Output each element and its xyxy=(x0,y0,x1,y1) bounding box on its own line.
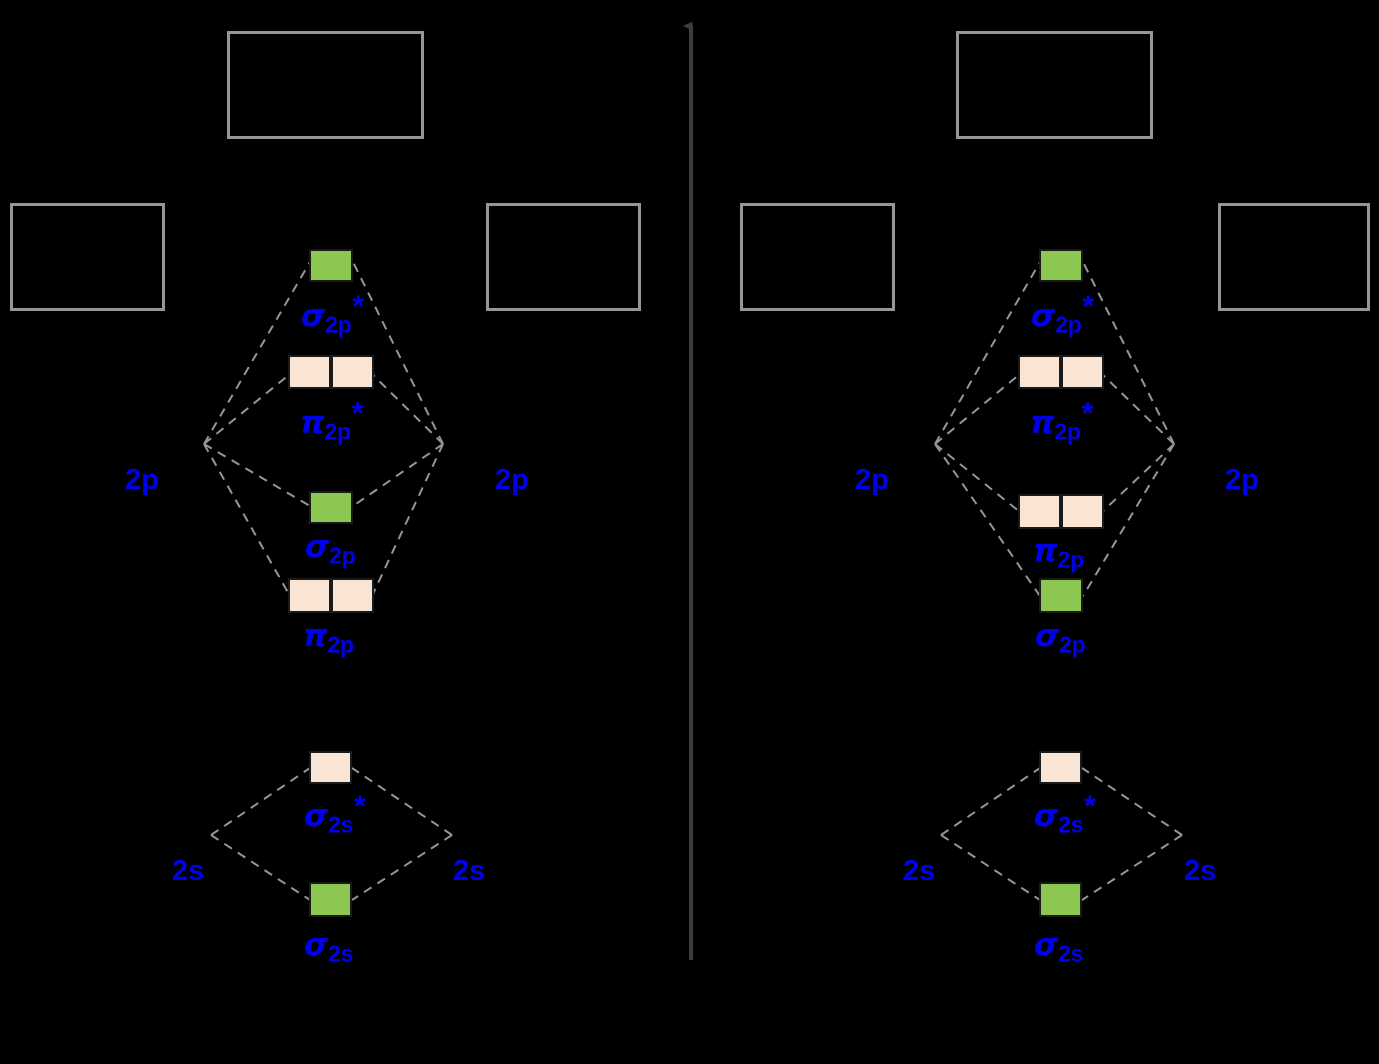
answer-box-left-outer-right[interactable] xyxy=(486,203,641,311)
sigma-glyph: σ xyxy=(305,529,330,565)
subscript-2p: 2p xyxy=(327,631,355,658)
left-orbital-pi-2p-box-2[interactable] xyxy=(331,578,374,613)
sigma-glyph: σ xyxy=(304,927,329,963)
antibonding-star: * xyxy=(352,290,365,323)
subscript-2p: 2p xyxy=(1059,631,1086,658)
left-label-ao-2p-left: 2p xyxy=(125,464,159,496)
answer-box-right-outer-right[interactable] xyxy=(1218,203,1370,311)
sigma-glyph: σ xyxy=(301,297,326,334)
left-label-pi-2p: π2p xyxy=(303,621,354,656)
answer-box-left-top[interactable] xyxy=(227,31,424,139)
pi-glyph: π xyxy=(300,404,325,441)
left-orbital-pi-2p-box-1[interactable] xyxy=(288,578,331,613)
right-label-ao-2p-right: 2p xyxy=(1225,464,1259,496)
left-label-sigma-2s: σ2s xyxy=(304,930,353,965)
left-orbital-sigma-2p-box[interactable] xyxy=(309,491,353,524)
left-orbital-sigma-2s-box[interactable] xyxy=(309,882,352,917)
subscript-2p: 2p xyxy=(324,418,352,445)
left-label-sigma-2p-star: σ2p* xyxy=(301,292,364,336)
sigma-glyph: σ xyxy=(1034,797,1059,834)
pi-glyph: π xyxy=(303,618,328,654)
subscript-2s: 2s xyxy=(1058,811,1084,838)
left-label-ao-2p-right: 2p xyxy=(495,464,529,496)
right-orbital-sigma-2p-star-box[interactable] xyxy=(1039,249,1083,282)
subscript-2p: 2p xyxy=(1054,418,1082,445)
right-label-ao-2s-left: 2s xyxy=(903,855,936,887)
antibonding-star: * xyxy=(1084,790,1096,823)
pi-glyph: π xyxy=(1030,404,1055,441)
left-orbital-sigma-2s-star-box[interactable] xyxy=(309,751,352,784)
left-label-sigma-2p: σ2p xyxy=(305,529,356,569)
right-orbital-pi-2p-star-box-2[interactable] xyxy=(1061,355,1104,389)
right-label-sigma-2p: σ2p xyxy=(1035,618,1086,658)
answer-box-right-top[interactable] xyxy=(956,31,1153,139)
right-orbital-pi-2p-star-box-1[interactable] xyxy=(1018,355,1061,389)
subscript-2p: 2p xyxy=(1055,311,1082,338)
sigma-glyph: σ xyxy=(1034,927,1059,963)
antibonding-star: * xyxy=(1082,290,1095,323)
subscript-2p: 2p xyxy=(325,311,352,338)
right-orbital-sigma-2s-star-box[interactable] xyxy=(1039,751,1082,784)
sigma-glyph: σ xyxy=(304,797,329,834)
right-label-sigma-2s: σ2s xyxy=(1034,930,1083,965)
subscript-2s: 2s xyxy=(1058,940,1084,967)
right-label-sigma-2p-star: σ2p* xyxy=(1031,292,1094,336)
right-orbital-sigma-2p-box[interactable] xyxy=(1039,578,1083,613)
answer-box-left-outer-left[interactable] xyxy=(10,203,165,311)
sigma-glyph: σ xyxy=(1035,618,1060,654)
left-orbital-pi-2p-star-box-1[interactable] xyxy=(288,355,331,389)
antibonding-star: * xyxy=(1081,397,1094,430)
subscript-2p: 2p xyxy=(329,542,356,569)
left-label-ao-2s-left: 2s xyxy=(172,855,205,887)
subscript-2p: 2p xyxy=(1057,546,1085,573)
right-orbital-pi-2p-box-1[interactable] xyxy=(1018,494,1061,529)
sigma-glyph: σ xyxy=(1031,297,1056,334)
left-label-ao-2s-right: 2s xyxy=(453,855,486,887)
answer-box-right-outer-left[interactable] xyxy=(740,203,895,311)
pi-glyph: π xyxy=(1033,533,1058,569)
right-label-sigma-2s-star: σ2s* xyxy=(1034,792,1096,836)
right-label-ao-2p-left: 2p xyxy=(855,464,889,496)
left-label-pi-2p-star: π2p* xyxy=(300,399,363,443)
left-orbital-pi-2p-star-box-2[interactable] xyxy=(331,355,374,389)
subscript-2s: 2s xyxy=(328,940,354,967)
right-label-pi-2p: π2p xyxy=(1033,536,1084,571)
right-orbital-sigma-2s-box[interactable] xyxy=(1039,882,1082,917)
right-label-ao-2s-right: 2s xyxy=(1184,855,1217,887)
antibonding-star: * xyxy=(354,790,366,823)
right-orbital-pi-2p-box-2[interactable] xyxy=(1061,494,1104,529)
subscript-2s: 2s xyxy=(328,811,354,838)
right-label-pi-2p-star: π2p* xyxy=(1030,399,1093,443)
left-orbital-sigma-2p-star-box[interactable] xyxy=(309,249,353,282)
left-label-sigma-2s-star: σ2s* xyxy=(304,792,366,836)
antibonding-star: * xyxy=(351,397,364,430)
